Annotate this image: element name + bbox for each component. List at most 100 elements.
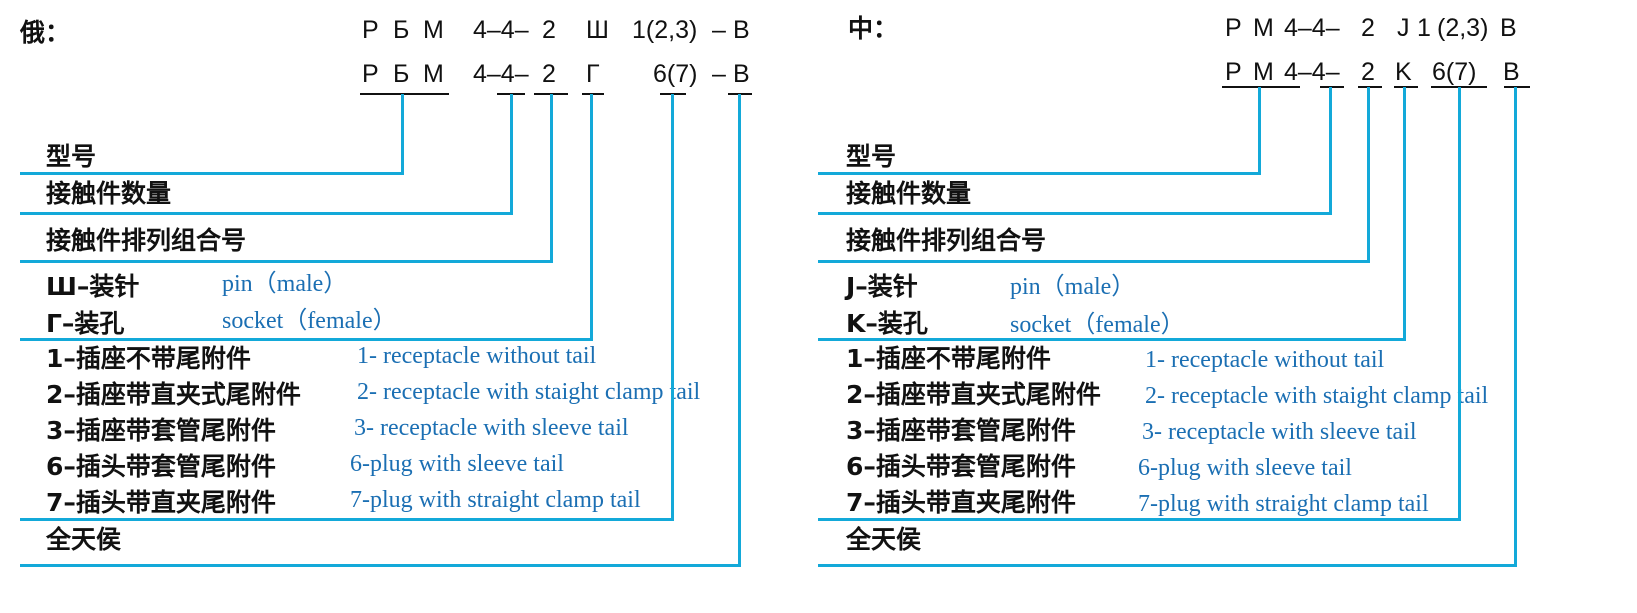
cn-underline-v — [1504, 86, 1530, 88]
cn-underline-model — [1222, 86, 1300, 88]
cn-row-opt2: 2–插座带直夹式尾附件 — [846, 380, 1101, 409]
cn-leader-v-h — [818, 564, 1517, 567]
ru-row-opt6-en: 6-plug with sleeve tail — [350, 451, 564, 477]
ru-code1-m: М — [423, 16, 444, 44]
cn-row-socket: K–装孔 — [846, 309, 928, 338]
cn-row-opt2-en: 2- receptacle with staight clamp tail — [1145, 383, 1489, 409]
ru-leader-v-h — [20, 564, 741, 567]
cn-code1-option: 1 — [1417, 14, 1431, 42]
ru-leader-option-h — [20, 518, 674, 521]
ru-leader-contact-v — [590, 94, 593, 341]
cn-row-all-weather: 全天侯 — [846, 525, 922, 554]
cn-underline-count — [1320, 86, 1344, 88]
cn-code1-contact: J — [1397, 14, 1410, 42]
cn-row-pin-en: pin（male） — [1010, 274, 1136, 300]
ru-row-socket-en: socket（female） — [222, 308, 397, 334]
ru-row-opt3: 3–插座带套管尾附件 — [46, 416, 276, 445]
ru-row-opt2: 2–插座带直夹式尾附件 — [46, 380, 301, 409]
cn-leader-v-v — [1514, 87, 1517, 567]
ru-code1-arr: 2 — [542, 16, 556, 44]
ru-code1-p: Р — [362, 16, 379, 44]
cn-leader-option-h — [818, 518, 1461, 521]
cn-code2-option: 6(7) — [1432, 58, 1477, 86]
cn-leader-arr-v — [1367, 87, 1370, 263]
cn-row-opt3-en: 3- receptacle with sleeve tail — [1142, 419, 1417, 445]
cn-code1-v: В — [1500, 14, 1517, 42]
ru-code2-b: Б — [393, 60, 410, 88]
ru-row-opt3-en: 3- receptacle with sleeve tail — [354, 415, 629, 441]
ru-leader-model-h — [20, 172, 404, 175]
cn-row-opt7-en: 7-plug with straight clamp tail — [1138, 491, 1429, 517]
cn-code1-p: Р — [1225, 14, 1242, 42]
cn-underline-contact — [1394, 86, 1418, 88]
ru-row-opt1-en: 1- receptacle without tail — [357, 343, 597, 369]
ru-leader-contact-h — [20, 338, 593, 341]
cn-row-opt1-en: 1- receptacle without tail — [1145, 347, 1385, 373]
cn-row-opt7: 7–插头带直夹尾附件 — [846, 488, 1076, 517]
ru-code2-contact: Г — [586, 60, 600, 88]
cn-leader-model-h — [818, 172, 1261, 175]
ru-leader-model-v — [401, 94, 404, 175]
ru-code1-b: Б — [393, 16, 410, 44]
ru-code1-contact: Ш — [586, 16, 609, 44]
ru-row-model: 型号 — [46, 142, 97, 171]
cn-code1-option-alt: (2,3) — [1437, 14, 1489, 42]
ru-code2-v: В — [733, 60, 750, 88]
cn-leader-arr-h — [818, 260, 1370, 263]
ru-row-opt7: 7–插头带直夹尾附件 — [46, 488, 276, 517]
cn-leader-model-v — [1258, 87, 1261, 175]
cn-code2-contact: K — [1395, 58, 1412, 86]
ru-leader-count-h — [20, 212, 513, 215]
cn-leader-count-h — [818, 212, 1332, 215]
cn-row-opt1: 1–插座不带尾附件 — [846, 344, 1051, 373]
cn-code2-m: М — [1253, 58, 1274, 86]
ru-code2-dash: – — [712, 60, 726, 88]
chinese-label: 中： — [848, 14, 899, 43]
ru-row-contact-arrangement: 接触件排列组合号 — [46, 226, 247, 255]
cn-code2-v: В — [1503, 58, 1520, 86]
ru-row-pin: Ш–装针 — [46, 272, 140, 301]
ru-code2-p: Р — [362, 60, 379, 88]
ru-row-pin-en: pin（male） — [222, 271, 348, 297]
ru-code2-arr: 2 — [542, 60, 556, 88]
cn-code1-count: 4–4– — [1284, 14, 1340, 42]
cn-row-opt6-en: 6-plug with sleeve tail — [1138, 455, 1352, 481]
ru-code2-option: 6(7) — [653, 60, 698, 88]
cn-code2-p: Р — [1225, 58, 1242, 86]
cn-row-model: 型号 — [846, 142, 897, 171]
cn-row-contact-count: 接触件数量 — [846, 179, 972, 208]
ru-leader-arr-v — [550, 94, 553, 263]
ru-row-opt7-en: 7-plug with straight clamp tail — [350, 487, 641, 513]
ru-code2-count: 4–4– — [473, 60, 529, 88]
ru-leader-v-v — [738, 94, 741, 567]
ru-code1-v: В — [733, 16, 750, 44]
cn-leader-count-v — [1329, 87, 1332, 215]
cn-code1-m: М — [1253, 14, 1274, 42]
ru-underline-model — [360, 93, 449, 95]
cn-code2-count: 4–4– — [1284, 58, 1340, 86]
cn-row-pin: J–装针 — [846, 272, 918, 301]
ru-underline-contact — [582, 93, 604, 95]
cn-code2-arr: 2 — [1361, 58, 1375, 86]
ru-leader-count-v — [510, 94, 513, 215]
ru-row-opt6: 6–插头带套管尾附件 — [46, 452, 276, 481]
ru-code1-count: 4–4– — [473, 16, 529, 44]
ru-code2-m: М — [423, 60, 444, 88]
russian-label: 俄： — [20, 18, 71, 47]
cn-row-contact-arrangement: 接触件排列组合号 — [846, 226, 1047, 255]
ru-leader-option-v — [671, 94, 674, 521]
cn-leader-contact-v — [1403, 87, 1406, 341]
ru-code1-dash: – — [712, 16, 726, 44]
ru-leader-arr-h — [20, 260, 553, 263]
ru-row-all-weather: 全天侯 — [46, 525, 122, 554]
ru-row-opt2-en: 2- receptacle with staight clamp tail — [357, 379, 701, 405]
ru-row-socket: Г–装孔 — [46, 309, 125, 338]
cn-underline-arr — [1358, 86, 1382, 88]
cn-row-socket-en: socket（female） — [1010, 312, 1185, 338]
cn-row-opt3: 3–插座带套管尾附件 — [846, 416, 1076, 445]
cn-code1-arr: 2 — [1361, 14, 1375, 42]
ru-row-opt1: 1–插座不带尾附件 — [46, 344, 251, 373]
cn-leader-contact-h — [818, 338, 1406, 341]
ru-row-contact-count: 接触件数量 — [46, 179, 172, 208]
